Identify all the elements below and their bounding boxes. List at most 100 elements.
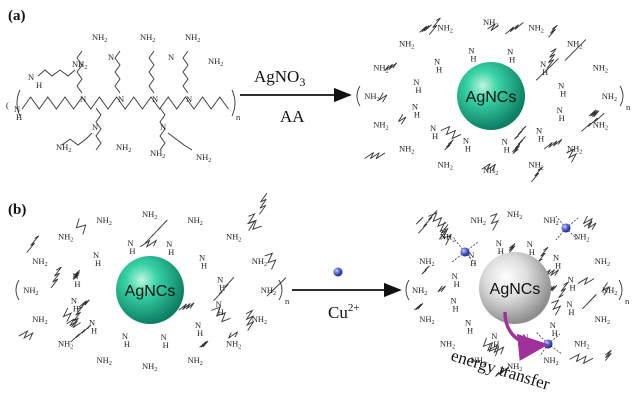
amine-nh2: NH2 xyxy=(58,231,73,243)
bond xyxy=(71,305,84,328)
nitrogen: N xyxy=(166,239,172,249)
hydrogen: H xyxy=(197,328,203,338)
bond xyxy=(439,221,452,246)
bond xyxy=(78,299,90,308)
amine-nh2: NH2 xyxy=(419,256,434,268)
bond xyxy=(428,17,441,36)
nitrogen: N xyxy=(122,331,128,341)
nitrogen: N xyxy=(465,318,471,328)
amine-nh2: NH2 xyxy=(567,39,582,51)
hydrogen: H xyxy=(529,247,535,257)
hydrogen: H xyxy=(415,85,421,95)
bond xyxy=(21,96,229,110)
bond xyxy=(50,266,62,289)
amine-nh2: NH2 xyxy=(507,209,522,221)
amine-nh2: NH2 xyxy=(593,63,608,75)
bond xyxy=(508,243,516,254)
bond xyxy=(604,349,612,361)
nitrogen: N xyxy=(80,94,86,104)
nitrogen: N xyxy=(186,94,192,104)
bracket-right xyxy=(619,85,624,107)
hydrogen: H xyxy=(36,80,42,90)
panel-a-label: (a) xyxy=(8,8,26,24)
amine-nh2: NH2 xyxy=(602,285,617,297)
hydrogen: H xyxy=(73,304,79,314)
nitrogen: N xyxy=(527,239,533,249)
bond xyxy=(546,48,557,69)
nitrogen: N xyxy=(536,125,542,135)
reaction-arrow-b: Cu2+ xyxy=(292,267,402,322)
nitrogen: N xyxy=(14,104,20,114)
nitrogen: N xyxy=(168,52,174,62)
nitrogen: N xyxy=(89,318,95,328)
bond xyxy=(569,353,594,365)
amine-nh2: NH2 xyxy=(483,165,498,177)
amine-nh2: NH2 xyxy=(116,142,131,154)
bond xyxy=(505,22,524,35)
nitrogen: N xyxy=(550,320,556,330)
hydrogen: H xyxy=(465,144,471,154)
bond xyxy=(542,269,560,277)
agncs-particle-a: AgNCs xyxy=(457,62,525,130)
amine-nh2: NH2 xyxy=(364,91,379,103)
nitrogen: N xyxy=(118,94,124,104)
bond xyxy=(582,215,594,227)
amine-nh2: NH2 xyxy=(471,355,486,367)
hydrogen: H xyxy=(498,246,504,256)
hydrogen: H xyxy=(432,131,438,141)
copper-ion-icon xyxy=(333,267,343,277)
amine-nh2: NH2 xyxy=(261,285,276,297)
bracket-left xyxy=(356,85,361,107)
amine-nh2: NH2 xyxy=(92,32,107,44)
bond xyxy=(364,152,386,160)
bond xyxy=(114,50,121,94)
bond xyxy=(62,307,73,323)
energy-transfer-caption: energy transfer xyxy=(449,346,553,394)
agncs-particle-b-left: AgNCs xyxy=(116,256,184,324)
bond xyxy=(144,219,168,244)
agncs-label-a: AgNCs xyxy=(466,89,517,106)
bracket-left xyxy=(15,279,20,301)
amine-nh2: NH2 xyxy=(97,355,112,367)
amine-nh2: NH2 xyxy=(72,59,87,71)
bond xyxy=(444,139,454,151)
amine-nh2: NH2 xyxy=(32,256,47,268)
bond xyxy=(512,136,526,153)
amine-nh2: NH2 xyxy=(438,23,453,35)
amine-nh2: NH2 xyxy=(399,39,414,51)
hydrogen: H xyxy=(542,67,548,77)
nitrogen: N xyxy=(502,137,508,147)
nitrogen: N xyxy=(199,252,205,262)
hydrogen: H xyxy=(493,339,499,349)
hydrogen: H xyxy=(470,53,476,63)
nitrogen: N xyxy=(108,52,114,62)
bond xyxy=(438,224,449,240)
nitrogen: N xyxy=(430,123,436,133)
amine-nh2: NH2 xyxy=(471,215,486,227)
bond xyxy=(514,125,527,140)
bond xyxy=(588,109,600,118)
hydrogen: H xyxy=(452,304,458,314)
nitrogen: N xyxy=(568,274,574,284)
bond xyxy=(211,306,231,323)
amine-nh2: NH2 xyxy=(440,231,455,243)
bond xyxy=(530,166,543,183)
bond xyxy=(490,212,500,231)
nitrogen: N xyxy=(452,271,458,281)
nitrogen: N xyxy=(195,320,201,330)
bond xyxy=(421,265,430,275)
bond xyxy=(600,282,611,296)
bond xyxy=(199,340,209,348)
amine-nh2: NH2 xyxy=(593,119,608,131)
amine-nh2: NH2 xyxy=(185,32,200,44)
nitrogen: N xyxy=(217,274,223,284)
repeat-n: n xyxy=(626,102,631,112)
amine-nh2: NH2 xyxy=(419,314,434,326)
nitrogen: N xyxy=(566,299,572,309)
amine-nh2: NH2 xyxy=(97,215,112,227)
bracket-right xyxy=(231,89,236,117)
bond xyxy=(419,24,432,33)
bond xyxy=(495,366,510,377)
bracket-left xyxy=(405,279,410,301)
